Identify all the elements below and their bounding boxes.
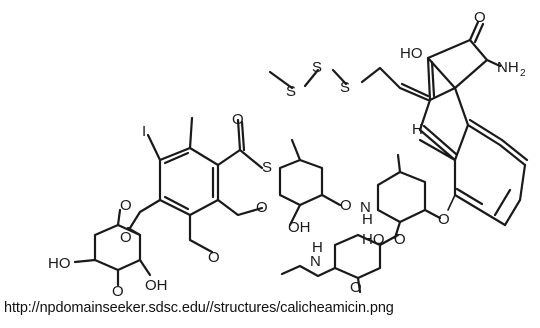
atom-methoxy-o-1: O: [256, 199, 268, 216]
calicheamicin-structure: O HO NH 2 S S S H O S I OH O N H O HO O …: [48, 9, 529, 300]
atom-methoxy-o-2: O: [208, 249, 220, 266]
atom-sugar-d-ho: HO: [48, 255, 71, 272]
atom-amine-n: N: [310, 253, 321, 270]
atom-amine-nh: NH: [497, 59, 519, 76]
atom-sulfur-1: S: [286, 83, 296, 100]
atom-sugar-d-o: O: [112, 283, 124, 300]
atom-n-link-h: H: [362, 211, 373, 228]
enediyne-core: [418, 20, 529, 227]
atom-aryl-o: O: [120, 197, 132, 214]
sugar-rings: [73, 138, 442, 294]
atom-n-link: N: [360, 199, 371, 216]
atom-sulfur-3: S: [340, 79, 350, 96]
atom-sugar-ho: HO: [362, 231, 385, 248]
atom-ketone-o: O: [474, 9, 486, 26]
atom-amine-sub: 2: [520, 68, 526, 79]
aromatic-ring: [128, 116, 264, 254]
atom-sugar-d-ring-o: O: [120, 229, 132, 246]
atom-thioester-o: O: [232, 111, 244, 128]
atom-sugar-oh: OH: [288, 219, 311, 236]
atom-thioester-s: S: [262, 159, 272, 176]
atom-stereo-h: H: [412, 121, 423, 138]
atom-aryl-ether-o: O: [438, 211, 450, 228]
atom-glycosidic-o: O: [340, 197, 352, 214]
atom-iodine: I: [142, 123, 146, 140]
atom-amine-h: H: [312, 239, 323, 256]
atom-labels: O HO NH 2 S S S H O S I OH O N H O HO O …: [48, 9, 526, 300]
trisulfide-chain: [268, 66, 430, 102]
atom-sugar-o2: O: [394, 231, 406, 248]
atom-sugar-d-oh: OH: [145, 277, 168, 294]
atom-sulfur-2: S: [312, 59, 322, 76]
source-url-caption: http://npdomainseeker.sdsc.edu//structur…: [4, 300, 394, 316]
atom-hydroxyl-ho: HO: [400, 45, 423, 62]
atom-methoxy-o-c: O: [350, 279, 362, 296]
